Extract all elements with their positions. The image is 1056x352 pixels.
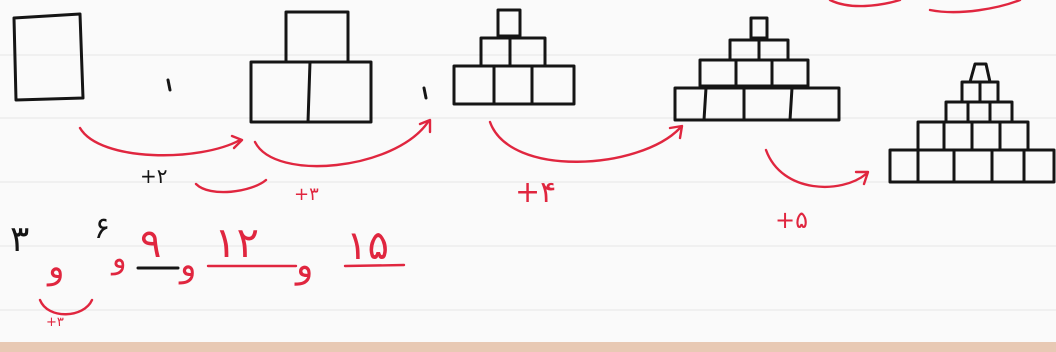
arrow-3-to-4 — [488, 120, 682, 163]
increment-label-3: +۴ — [515, 175, 557, 210]
sequence-separator-4: و — [296, 245, 314, 286]
arrow-4-to-5 — [764, 148, 868, 189]
arrow-1-to-2 — [78, 126, 242, 157]
sequence-term-4: ۱۲ — [214, 218, 260, 267]
sequence-term-5: ۱۵ — [346, 223, 389, 269]
increment-label-4: +۵ — [775, 206, 808, 234]
sequence-separator-3: و — [180, 245, 197, 285]
sequence-term-1: ۳ — [10, 219, 30, 260]
sequence-separator-1: و — [48, 247, 65, 287]
figure-1-block-stack — [12, 12, 85, 102]
top-corner-writing — [828, 0, 1022, 14]
transition-arrows — [38, 118, 870, 316]
arrow-2-to-3 — [253, 120, 430, 168]
sequence-separator-2: و — [112, 241, 127, 276]
increment-label-2: +۳ — [294, 184, 319, 205]
page-bottom-edge — [0, 342, 1056, 352]
increment-label-1: +۲ — [140, 164, 168, 188]
figure-2-block-stack — [249, 10, 373, 124]
term-underlines — [206, 263, 406, 268]
increment-label-small: +۳ — [46, 315, 64, 330]
figure-5-block-stack — [888, 62, 1056, 184]
stray-marks — [166, 78, 428, 100]
sequence-term-2: ۶ — [94, 211, 111, 246]
sequence-term-3: ۹ — [140, 221, 162, 267]
ruled-lines — [0, 54, 1056, 311]
arrow-small — [194, 178, 268, 194]
figure-3-block-stack — [452, 8, 576, 106]
figure-4-block-stack — [673, 16, 841, 122]
